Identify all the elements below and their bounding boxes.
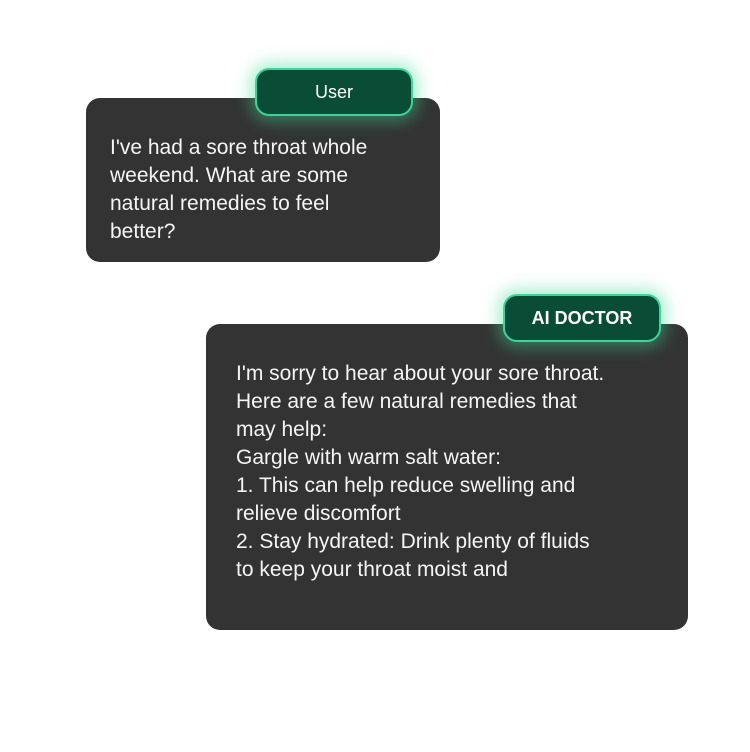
user-message-line: I've had a sore throat whole xyxy=(110,136,368,159)
ai-message-line: Here are a few natural remedies that xyxy=(236,390,577,413)
ai-message-line: relieve discomfort xyxy=(236,502,401,525)
user-message-line: natural remedies to feel xyxy=(110,192,330,215)
user-sender-tag: User xyxy=(255,68,413,116)
ai-message-line: 2. Stay hydrated: Drink plenty of fluids xyxy=(236,530,590,553)
ai-message-line: Gargle with warm salt water: xyxy=(236,446,501,469)
user-sender-label: User xyxy=(314,81,353,102)
ai-sender-label: AI DOCTOR xyxy=(531,307,633,328)
user-message-line: weekend. What are some xyxy=(110,164,349,187)
ai-message-line: 1. This can help reduce swelling and xyxy=(236,474,576,497)
ai-message-line: to keep your throat moist and xyxy=(236,558,508,581)
ai-sender-tag: AI DOCTOR xyxy=(503,294,661,342)
user-message-bubble: I've had a sore throat whole weekend. Wh… xyxy=(86,98,440,262)
ai-message-line: may help: xyxy=(236,418,328,441)
ai-message-line: I'm sorry to hear about your sore throat… xyxy=(236,362,605,385)
user-message-line: better? xyxy=(110,220,176,243)
ai-message-bubble: I'm sorry to hear about your sore throat… xyxy=(206,324,688,630)
